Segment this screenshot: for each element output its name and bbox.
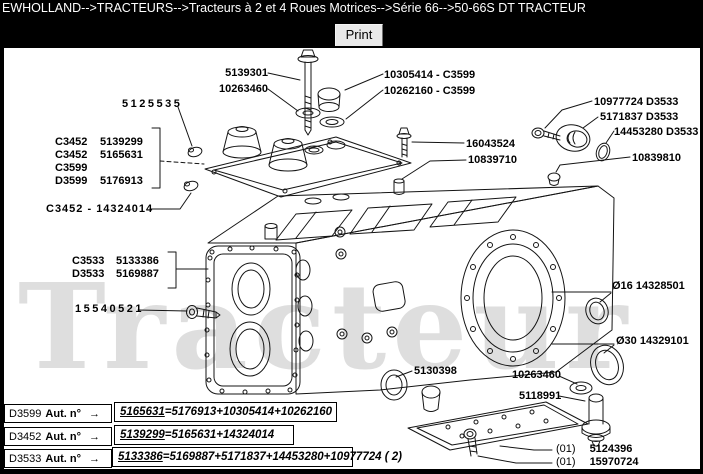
model-code: D3533 [9, 452, 42, 465]
formula-tail: =5165631+14324014 [164, 429, 275, 441]
variant-number: 5176913 [100, 175, 143, 187]
callout-top-plug: 10305414 - C3599 [384, 69, 476, 81]
variant-code: C3452 [55, 136, 88, 148]
model-caption: Aut. n° [45, 430, 81, 443]
variant-code: C3533 [72, 255, 105, 267]
callout-seal-16: Ø16 14328501 [612, 280, 685, 292]
cover-variant-group: C3452 5139299 C3452 5165631 C3599 D3599 517… [55, 136, 143, 188]
formula-tail: =5169887+5171837+14453280+10977724 ( 2) [162, 451, 402, 463]
watermark-text: Tracteur [18, 262, 634, 396]
arrow-icon: → [88, 430, 100, 443]
callout-bottom-bolt: 5118991 [519, 390, 562, 402]
model-caption: Aut. n° [45, 452, 81, 465]
callout-seal-30: Ø30 14329101 [616, 335, 689, 347]
callout-top-bolt: 5139301 [225, 67, 268, 79]
model-code: D3599 [9, 407, 42, 420]
footnote-row: (01) 15970724 [556, 456, 639, 468]
callout-top-washer: 10263460 [219, 83, 268, 95]
footnote-qty: (01) [556, 456, 576, 468]
variant-code: D3533 [72, 268, 105, 280]
table-model-cell: D3533 Aut. n° → [4, 449, 112, 468]
table-formula-cell: 5133386=5169887+5171837+14453280+1097772… [112, 447, 402, 467]
callout-bushing: 5130398 [414, 365, 457, 377]
callout-left-plug: 5125535 [122, 98, 183, 110]
variant-number: 5169887 [116, 268, 159, 280]
variant-number: 5133386 [116, 255, 159, 267]
table-formula-cell: 5165631=5176913+10305414+10262160 [114, 402, 337, 422]
formula-link[interactable]: 5133386 [118, 451, 163, 463]
table-model-cell: D3599 Aut. n° → [4, 404, 112, 423]
callout-dowel: 10839710 [468, 154, 517, 166]
formula-link[interactable]: 5139299 [120, 429, 165, 441]
callout-right-cover: 5171837 D3533 [600, 111, 679, 123]
callout-right-screw: 10977724 D3533 [594, 96, 679, 108]
arrow-icon: → [88, 407, 100, 420]
callout-right-plug: 10839810 [632, 152, 681, 164]
table-model-cell: D3452 Aut. n° → [4, 427, 112, 446]
model-caption: Aut. n° [45, 407, 81, 420]
callout-breather: C3452 - 14324014 [46, 203, 154, 215]
arrow-icon: → [88, 452, 100, 465]
footnote-number: 15970724 [589, 456, 639, 468]
footnote-qty: (01) [556, 443, 576, 455]
housing-variant-group: C3533 5133386 D3533 5169887 [72, 255, 159, 281]
variant-code: C3452 [55, 149, 88, 161]
parts-diagram-lineart [137, 49, 631, 464]
callout-left-stud: 15540521 [75, 303, 144, 315]
variant-code: C3599 [55, 162, 88, 174]
print-button[interactable]: Print [335, 24, 383, 47]
model-code: D3452 [9, 430, 42, 443]
callout-right-oring: 14453280 D3533 [614, 126, 699, 138]
formula-link[interactable]: 5165631 [120, 406, 165, 418]
table-formula-cell: 5139299=5165631+14324014 [114, 425, 294, 445]
footnote-row: (01) 5124396 [556, 443, 632, 455]
variant-number: 5165631 [100, 149, 143, 161]
callout-bottom-washer: 10263460 [512, 369, 561, 381]
callout-top-plug-washer: 10262160 - C3599 [384, 85, 476, 97]
formula-tail: =5176913+10305414+10262160 [164, 406, 333, 418]
callout-cover-bolt: 16043524 [466, 138, 515, 150]
breadcrumb: EWHOLLAND-->TRACTEURS-->Tracteurs à 2 et… [2, 1, 586, 15]
variant-code: D3599 [55, 175, 88, 187]
diagram-panel [2, 46, 702, 471]
footnote-number: 5124396 [589, 443, 633, 455]
variant-number: 5139299 [100, 136, 143, 148]
